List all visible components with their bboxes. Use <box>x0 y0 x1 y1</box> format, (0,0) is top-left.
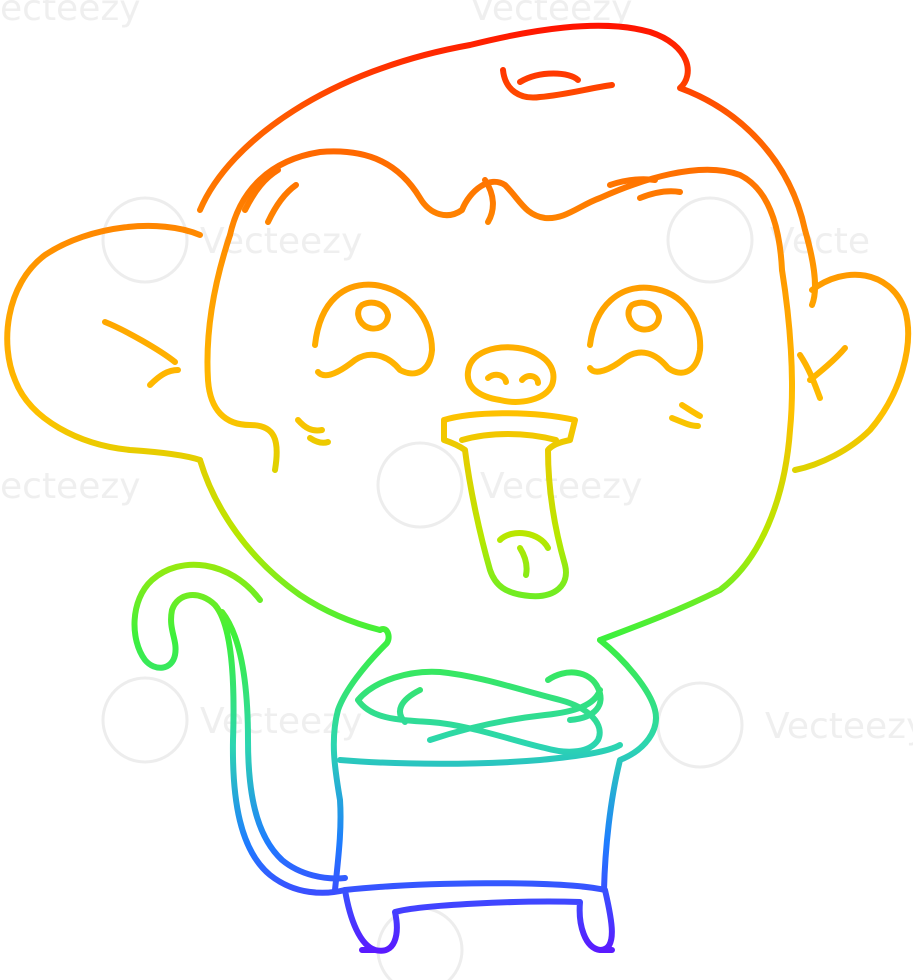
left-shoulder <box>330 626 392 893</box>
right-pupil <box>625 299 662 333</box>
crossed-arms <box>337 668 623 767</box>
mouth <box>441 410 578 600</box>
left-ear-inner <box>102 319 181 388</box>
hair-strands <box>242 167 683 225</box>
watermark-text: ecteezy <box>0 0 141 29</box>
watermark-text: Vecteezy <box>765 706 913 747</box>
watermark-text: Vecteezy <box>480 466 642 507</box>
head-outline <box>197 22 819 308</box>
tail <box>131 561 348 896</box>
left-face-side <box>204 232 280 473</box>
legs <box>342 880 615 954</box>
tongue <box>497 530 551 578</box>
face-hairline <box>227 148 785 273</box>
nose <box>464 344 557 405</box>
right-eye <box>587 284 704 376</box>
right-ear <box>792 271 911 473</box>
teeth-line <box>459 431 559 443</box>
hair-curl <box>500 67 615 101</box>
right-cheek-marks <box>669 402 703 429</box>
right-ear-inner <box>797 345 848 401</box>
right-shoulder <box>597 637 659 893</box>
watermark-text: Vecte <box>770 221 870 262</box>
left-pupil <box>355 299 391 332</box>
watermark-logo-icon <box>101 196 754 980</box>
right-face-side <box>597 267 795 643</box>
monkey-drawing <box>4 22 911 954</box>
watermark-text: ecteezy <box>0 466 141 507</box>
left-eye <box>312 281 435 379</box>
nostrils <box>485 371 541 386</box>
chin-left <box>197 457 383 633</box>
left-cheek-marks <box>295 417 331 446</box>
left-ear <box>4 222 203 463</box>
